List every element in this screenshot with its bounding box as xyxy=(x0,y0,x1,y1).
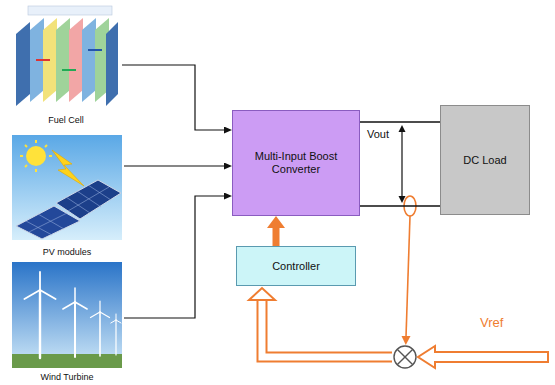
flow-mark xyxy=(62,69,76,71)
vout-arrow xyxy=(399,125,406,203)
turbine xyxy=(99,301,100,312)
panel-grid xyxy=(29,213,67,232)
sun-rays xyxy=(20,155,23,157)
sense-line xyxy=(406,216,410,337)
source-picture: Fuel Cell xyxy=(10,4,122,125)
panel-grid xyxy=(68,187,109,211)
junction-cross xyxy=(397,349,413,365)
ground xyxy=(12,354,122,368)
controller-box: Controller xyxy=(236,246,356,286)
turbine xyxy=(24,290,40,299)
box-text: DC Load xyxy=(463,154,506,167)
turbine xyxy=(75,302,87,309)
reference-label: Vref xyxy=(480,316,503,330)
turbine xyxy=(91,301,110,356)
power-line xyxy=(122,65,224,130)
sun-rays xyxy=(25,145,27,147)
end-plate xyxy=(16,22,30,106)
source-picture: PV modules xyxy=(10,133,124,257)
sky xyxy=(12,262,122,368)
source-picture: Wind Turbine xyxy=(10,260,124,382)
turbine xyxy=(111,320,116,323)
arrow-head xyxy=(399,125,406,132)
turbine xyxy=(74,302,76,357)
turbine xyxy=(115,320,116,355)
turbine xyxy=(39,290,41,358)
box-text: Controller xyxy=(272,260,320,273)
sun-rays xyxy=(35,169,37,172)
arrow-head xyxy=(249,288,275,300)
vout-line xyxy=(401,131,402,197)
cell-plate xyxy=(82,18,96,102)
picture-header xyxy=(28,6,112,15)
power-line xyxy=(124,165,224,166)
sun-rays xyxy=(20,140,52,172)
lightning xyxy=(52,150,84,186)
control-arrow xyxy=(273,228,280,246)
turbine xyxy=(91,312,101,318)
voltage-label: Vout xyxy=(367,128,389,140)
box-text: Multi-Input Boost Converter xyxy=(248,150,344,175)
end-plate xyxy=(106,22,118,106)
power-line xyxy=(360,205,440,207)
error-block-arrow xyxy=(262,300,392,357)
sky xyxy=(12,135,122,240)
flow-mark xyxy=(36,59,50,61)
arrow-head xyxy=(402,336,411,345)
panel-grid xyxy=(26,213,67,235)
power-line xyxy=(124,196,224,318)
sun-rays xyxy=(35,140,37,143)
turbine xyxy=(39,272,41,290)
flow-mark xyxy=(88,49,102,51)
turbine xyxy=(63,288,87,357)
cell-plate xyxy=(56,18,70,102)
turbine xyxy=(99,312,101,356)
picture-caption: PV modules xyxy=(43,247,92,257)
turbine xyxy=(100,312,110,318)
turbine xyxy=(116,320,121,323)
sun-rays xyxy=(25,165,27,167)
turbine xyxy=(74,288,76,302)
picture-caption: Fuel Cell xyxy=(48,115,84,125)
pv-picture xyxy=(12,135,122,240)
summing-junction xyxy=(394,346,416,368)
power-line xyxy=(360,121,440,123)
converter-box: Multi-Input Boost Converter xyxy=(232,110,360,216)
junction-cross xyxy=(397,349,413,365)
turbine xyxy=(116,314,117,320)
turbine xyxy=(24,272,55,358)
turbine xyxy=(111,314,121,355)
sun-rays xyxy=(49,155,52,157)
solar-panel xyxy=(16,206,80,239)
panel-grid xyxy=(26,221,52,235)
sun-rays xyxy=(45,145,47,147)
cell-plate xyxy=(69,18,83,102)
turbine xyxy=(40,290,56,299)
error-block-arrow-inner xyxy=(262,300,392,357)
panel-grid xyxy=(66,185,111,213)
turbine xyxy=(63,302,75,309)
wind-picture xyxy=(12,262,122,368)
load-box: DC Load xyxy=(440,105,530,215)
fuel-cell-picture xyxy=(16,6,118,106)
sun xyxy=(26,146,46,166)
picture-caption: Wind Turbine xyxy=(40,372,93,382)
vref-block-arrow xyxy=(418,346,548,368)
